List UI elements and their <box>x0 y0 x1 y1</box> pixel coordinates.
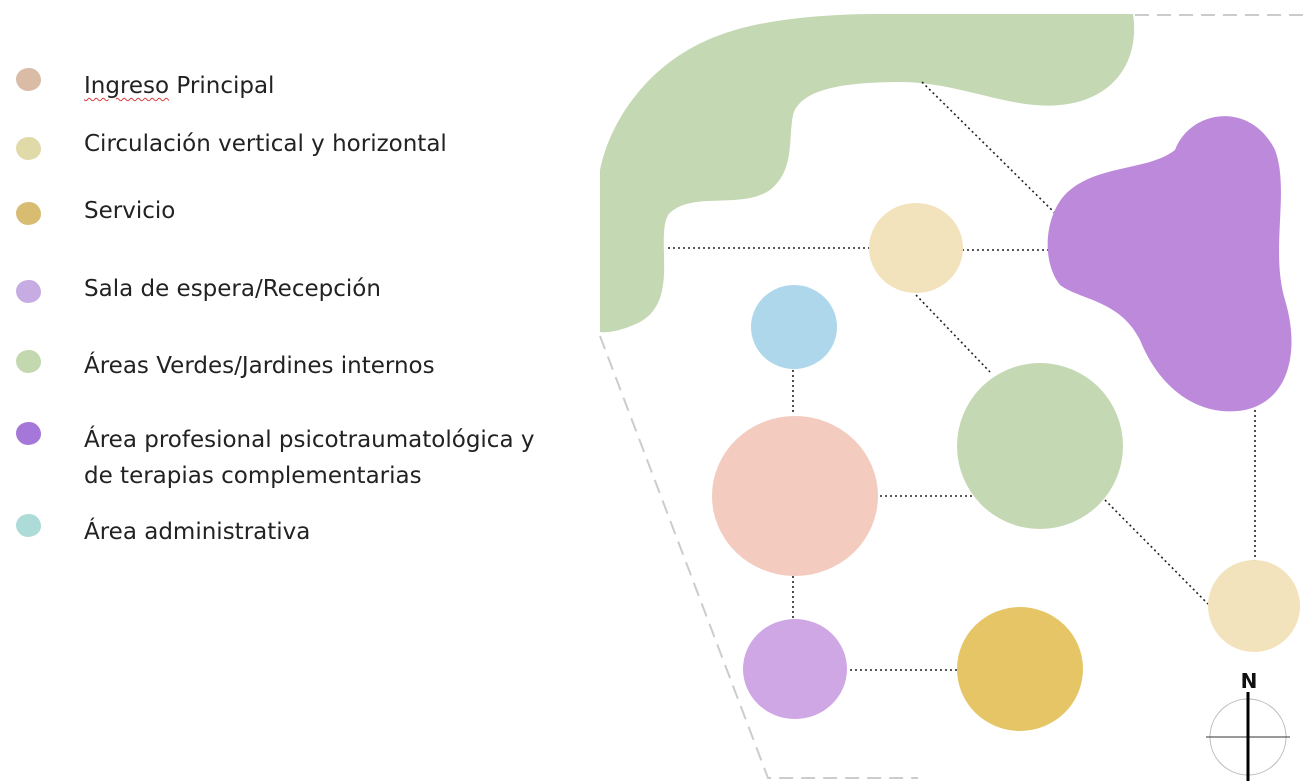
site-boundary <box>599 14 1305 779</box>
green-garden-bubble <box>957 363 1123 529</box>
legend-swatch-ingreso <box>16 68 41 91</box>
legend-label-circulacion: Circulación vertical y horizontal <box>84 131 447 157</box>
cream-circulation-bubble <box>869 203 963 293</box>
legend-swatch-verdes <box>16 350 41 373</box>
legend-swatch-profesional <box>16 422 41 445</box>
mustard-service-bubble <box>957 607 1083 731</box>
legend-label-areas-verdes: Áreas Verdes/Jardines internos <box>84 353 435 379</box>
legend-label-rest: Principal <box>169 73 275 99</box>
blue-admin-bubble <box>751 285 837 369</box>
legend-label-sala-espera: Sala de espera/Recepción <box>84 276 381 302</box>
legend-swatch-sala <box>16 280 41 303</box>
legend: Ingreso Principal Circulación vertical y… <box>0 0 600 781</box>
compass-north-label: N <box>1241 669 1258 693</box>
cream-circulation-bubble-small <box>1208 560 1300 652</box>
legend-swatch-servicio <box>16 202 41 225</box>
legend-label-profesional-line2: de terapias complementarias <box>84 463 422 489</box>
legend-label-ingreso-principal: Ingreso Principal <box>84 68 274 104</box>
connector-cream-to-green <box>915 294 991 373</box>
green-garden-top <box>600 14 1135 333</box>
lilac-waiting-bubble <box>743 619 847 719</box>
legend-swatch-administrativa <box>16 514 41 537</box>
connector-green-to-cream-small <box>1104 499 1209 605</box>
legend-label-administrativa: Área administrativa <box>84 519 311 545</box>
purple-professional-area <box>1047 116 1292 412</box>
legend-swatch-circulacion <box>16 137 41 160</box>
connector-lines <box>668 81 1256 671</box>
salmon-entrance-bubble <box>712 416 878 576</box>
boundary-left-edge <box>599 335 918 779</box>
spellcheck-word: Ingreso <box>84 73 170 99</box>
north-compass: N <box>1206 669 1290 781</box>
legend-label-servicio: Servicio <box>84 198 176 224</box>
legend-label-profesional-line1: Área profesional psicotraumatológica y <box>84 427 535 453</box>
